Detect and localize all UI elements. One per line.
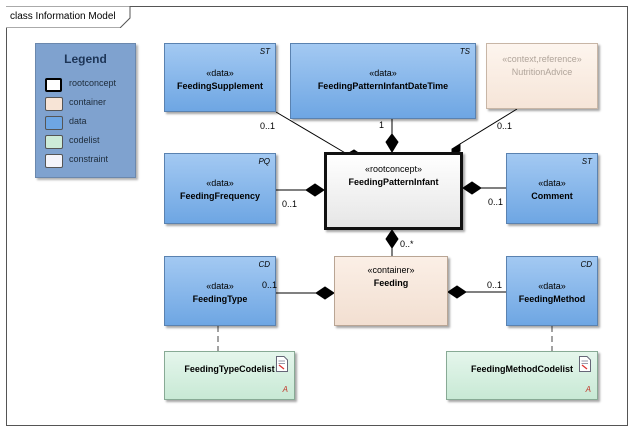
multiplicity-datetime: 1 — [379, 120, 385, 130]
class-name: FeedingType — [192, 294, 248, 304]
legend-swatch-codelist — [45, 135, 63, 149]
stereotype: «data» — [206, 281, 234, 291]
legend-label: data — [69, 116, 87, 126]
multiplicity-comment: 0..1 — [488, 197, 504, 207]
aggregation-diamond-comment — [462, 181, 482, 195]
class-name: FeedingFrequency — [179, 191, 260, 201]
class-name: FeedingMethod — [518, 294, 586, 304]
multiplicity-feeding: 0..* — [400, 239, 414, 249]
class-comment[interactable]: ST «data» Comment — [506, 153, 598, 224]
legend: Legend rootconcept container data codeli… — [35, 43, 136, 178]
legend-swatch-constraint — [45, 154, 63, 168]
class-feeding-pattern-infant[interactable]: «rootconcept» FeedingPatternInfant — [324, 152, 463, 230]
class-name: NutritionAdvice — [511, 67, 573, 77]
type-tag: CD — [580, 260, 592, 269]
stereotype: «data» — [206, 178, 234, 188]
class-feeding-frequency[interactable]: PQ «data» FeedingFrequency — [164, 153, 276, 224]
type-tag: TS — [459, 47, 470, 56]
legend-swatch-container — [45, 97, 63, 111]
type-tag: PQ — [258, 157, 270, 166]
type-tag: ST — [581, 157, 592, 166]
document-icon — [579, 356, 591, 372]
stereotype: «data» — [538, 281, 566, 291]
legend-label: container — [69, 97, 107, 107]
stereotype: «context,reference» — [502, 54, 582, 64]
aggregation-diamond-feeding — [385, 229, 399, 249]
class-feeding-type-codelist[interactable]: FeedingTypeCodelist A — [164, 351, 295, 400]
stereotype: «container» — [367, 265, 415, 275]
multiplicity-feeding-type: 0..1 — [262, 280, 278, 290]
frame-title: class Information Model — [10, 11, 116, 22]
class-nutrition-advice[interactable]: «context,reference» NutritionAdvice — [486, 43, 598, 109]
aggregation-diamond-datetime — [385, 133, 399, 153]
multiplicity-feeding-method: 0..1 — [487, 280, 503, 290]
type-tag: CD — [258, 260, 270, 269]
stereotype: «data» — [206, 68, 234, 78]
legend-label: codelist — [69, 135, 100, 145]
multiplicity-feeding-supplement: 0..1 — [260, 121, 276, 131]
class-name: FeedingPatternInfant — [348, 177, 439, 187]
aggregation-diamond-feeding-method — [447, 285, 467, 299]
class-name: Comment — [531, 191, 573, 201]
legend-swatch-data — [45, 116, 63, 130]
class-feeding[interactable]: «container» Feeding — [334, 256, 448, 326]
class-feeding-supplement[interactable]: ST «data» FeedingSupplement — [164, 43, 276, 112]
connector-feeding-supplement — [275, 111, 348, 155]
class-feeding-method-codelist[interactable]: FeedingMethodCodelist A — [446, 351, 598, 400]
legend-swatch-rootconcept — [45, 78, 62, 92]
aggregation-diamond-feeding-frequency — [305, 183, 325, 197]
aggregation-diamond-feeding-type — [315, 286, 335, 300]
stereotype: «data» — [538, 178, 566, 188]
stereotype: «data» — [369, 68, 397, 78]
connector-nutrition-advice — [459, 108, 518, 145]
class-feeding-pattern-infant-datetime[interactable]: TS «data» FeedingPatternInfantDateTime — [290, 43, 476, 119]
legend-label: rootconcept — [69, 78, 117, 88]
legend-title: Legend — [64, 52, 107, 66]
legend-label: constraint — [69, 154, 109, 164]
multiplicity-feeding-frequency: 0..1 — [282, 199, 298, 209]
class-feeding-method[interactable]: CD «data» FeedingMethod — [506, 256, 598, 326]
class-name: FeedingMethodCodelist — [471, 364, 573, 374]
abstract-tag: A — [585, 385, 591, 394]
abstract-tag: A — [282, 385, 288, 394]
stereotype: «rootconcept» — [364, 164, 423, 174]
type-tag: ST — [259, 47, 270, 56]
class-name: Feeding — [373, 278, 409, 288]
class-name: FeedingSupplement — [176, 81, 263, 91]
document-icon — [276, 356, 288, 372]
class-name: FeedingPatternInfantDateTime — [317, 81, 449, 91]
class-name: FeedingTypeCodelist — [184, 364, 275, 374]
class-feeding-type[interactable]: CD «data» FeedingType — [164, 256, 276, 326]
multiplicity-nutrition-advice: 0..1 — [497, 121, 513, 131]
